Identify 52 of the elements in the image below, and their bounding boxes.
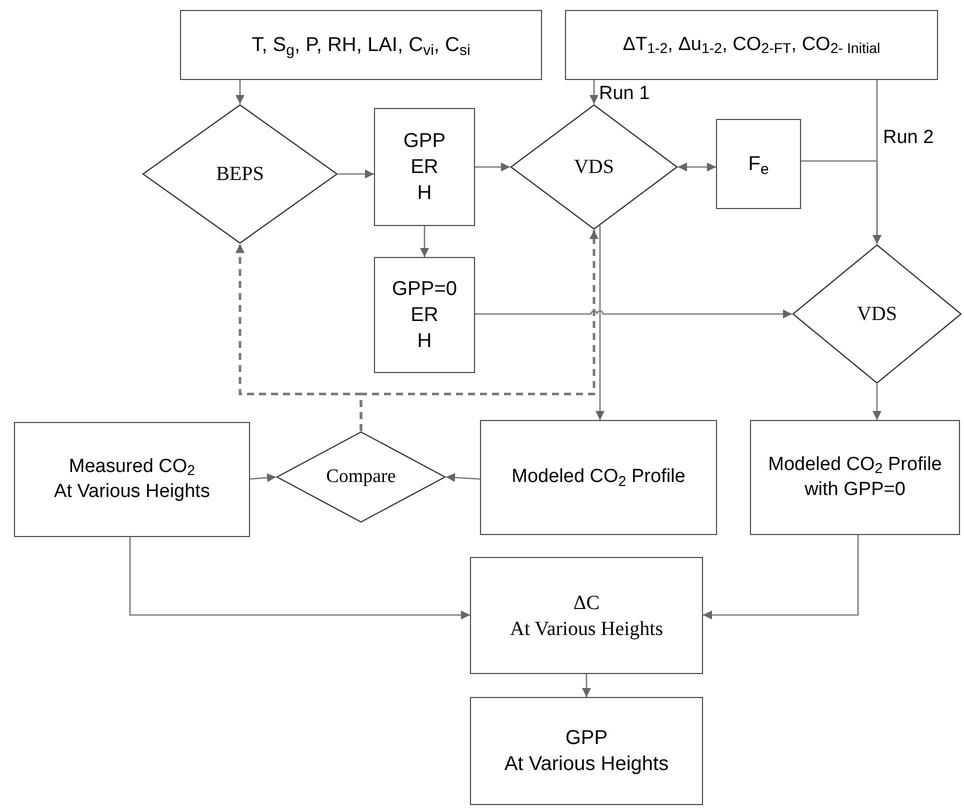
arrow xyxy=(872,384,882,420)
decision-diamond xyxy=(276,431,446,523)
box-label: At Various Heights xyxy=(54,480,210,504)
arrow xyxy=(678,162,716,172)
box-label: VDS xyxy=(856,302,897,327)
arrow xyxy=(446,473,480,482)
box-label: Measured CO$_{2}$ xyxy=(68,454,196,480)
arrow xyxy=(801,160,882,244)
box-label: BEPS xyxy=(216,162,264,187)
box-label: GPP xyxy=(403,129,446,154)
box-label: At Various Heights xyxy=(504,752,669,777)
process-box xyxy=(480,420,717,535)
process-box xyxy=(470,697,703,805)
process-box xyxy=(374,108,475,226)
arrow xyxy=(475,162,510,172)
arrow xyxy=(338,170,374,178)
box-label: At Various Heights xyxy=(510,616,663,642)
arrow xyxy=(703,535,859,620)
process-box xyxy=(565,10,938,80)
box-label: VDS xyxy=(574,155,614,180)
process-box xyxy=(374,257,475,373)
process-box xyxy=(180,10,542,80)
process-box xyxy=(716,119,801,209)
arrow xyxy=(596,226,604,420)
arrow xyxy=(360,230,598,431)
decision-diamond xyxy=(510,104,678,230)
box-label: GPP=0 xyxy=(392,277,458,302)
box-label: Modeled CO$_{2}$ Profile xyxy=(512,465,686,490)
decision-diamond xyxy=(142,104,338,244)
box-label: T, S$_{g}$, P, RH, LAI, C$_{vi}$, C$_{si}$ xyxy=(252,33,470,58)
box-label: with GPP=0 xyxy=(804,478,906,502)
process-box xyxy=(750,420,960,535)
arrow xyxy=(420,226,429,257)
box-label: ΔT$_{1-2}$, Δu$_{1-2}$, CO$_{2-FT}$, CO$_{2- Initial}$ xyxy=(622,32,880,58)
process-box xyxy=(470,557,703,674)
box-label: H xyxy=(417,181,432,206)
box-label: F$_{e}$ xyxy=(748,152,769,177)
box-label: Compare xyxy=(326,464,396,489)
decision-diamond xyxy=(792,244,962,384)
process-box xyxy=(14,422,250,537)
arrow xyxy=(250,473,276,482)
box-label: ΔC xyxy=(573,590,600,616)
box-label: H xyxy=(417,329,432,354)
box-label: Modeled CO$_{2}$ Profile xyxy=(768,452,942,478)
arrow xyxy=(236,80,244,104)
arrow xyxy=(129,537,470,620)
arrow xyxy=(475,310,792,318)
box-label: ER xyxy=(410,303,438,328)
box-label: ER xyxy=(410,155,438,180)
arrow xyxy=(582,674,591,697)
box-label: GPP xyxy=(565,726,608,751)
arrow xyxy=(590,80,598,104)
